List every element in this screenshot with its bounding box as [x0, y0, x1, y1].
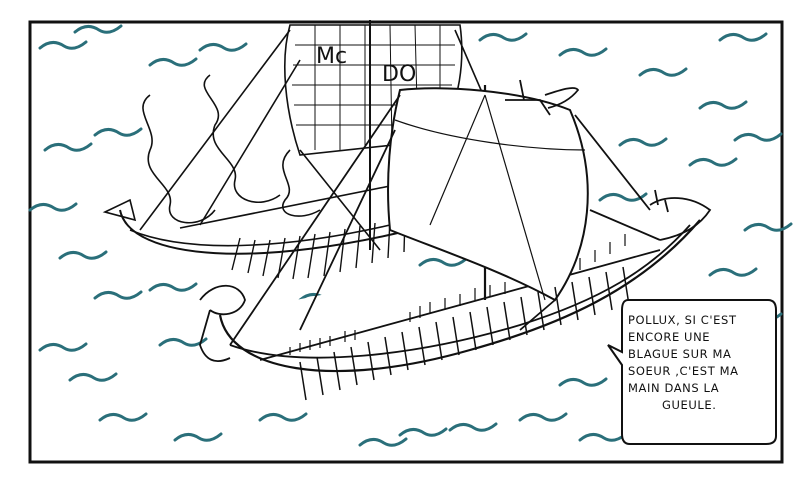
wave-stroke	[598, 192, 648, 202]
wave-stroke	[173, 432, 223, 442]
wave-stroke	[708, 267, 758, 277]
wave-stroke	[638, 67, 688, 77]
wave-stroke	[73, 24, 123, 34]
oar	[571, 281, 579, 321]
oar	[418, 326, 426, 366]
wave-stroke	[28, 202, 78, 212]
wave-stroke	[418, 257, 468, 267]
wave-stroke	[618, 137, 668, 147]
oar	[435, 321, 443, 361]
oar	[469, 311, 477, 351]
wave-stroke	[718, 32, 768, 42]
speech-line: POLLUX, SI C'EST	[628, 313, 737, 327]
oar	[350, 346, 358, 386]
wave-stroke	[258, 412, 308, 422]
oar	[384, 336, 392, 376]
wave-stroke	[698, 100, 748, 110]
wave-stroke	[93, 127, 143, 137]
wave-stroke	[98, 412, 148, 422]
wave-stroke	[558, 47, 608, 57]
oar	[333, 351, 341, 391]
oar	[316, 356, 324, 396]
wave-stroke	[93, 290, 143, 300]
wave-stroke	[68, 372, 118, 382]
sail-letters-right: DO	[382, 62, 417, 87]
oar	[622, 266, 630, 306]
wave-stroke	[358, 437, 408, 447]
wave-stroke	[398, 427, 448, 437]
wave-stroke	[558, 377, 608, 387]
oar	[452, 316, 460, 356]
wave-stroke	[38, 40, 88, 50]
wave-stroke	[518, 412, 568, 422]
front-ship	[199, 79, 712, 401]
wave-stroke	[733, 132, 783, 142]
speech-line: SOEUR ,C'EST MA	[628, 364, 739, 378]
speech-line: MAIN DANS LA	[628, 381, 720, 395]
speech-line: ENCORE UNE	[628, 330, 711, 344]
oar	[520, 296, 528, 336]
oar	[367, 341, 375, 381]
wave-stroke	[448, 422, 498, 432]
sail-letters-left: Mc	[316, 44, 348, 69]
oar	[554, 286, 562, 326]
oar	[299, 361, 307, 401]
speech-bubble	[607, 299, 777, 445]
wave-stroke	[158, 337, 208, 347]
wave-stroke	[43, 142, 93, 152]
oar	[486, 306, 494, 346]
sea-waves	[28, 24, 793, 447]
oar	[537, 291, 545, 331]
wave-stroke	[148, 57, 198, 67]
wave-stroke	[198, 42, 248, 52]
oar	[503, 301, 511, 341]
wave-stroke	[743, 222, 793, 232]
oar	[605, 271, 613, 311]
oar	[588, 276, 596, 316]
wave-stroke	[478, 32, 528, 42]
wave-stroke	[148, 282, 198, 292]
speech-line: GUEULE.	[662, 398, 717, 412]
oar	[401, 331, 409, 371]
wave-stroke	[38, 342, 88, 352]
wave-stroke	[578, 432, 628, 442]
speech-bubble-text: POLLUX, SI C'EST ENCORE UNE BLAGUE SUR M…	[628, 312, 768, 414]
wave-stroke	[58, 250, 108, 260]
speech-line: BLAGUE SUR MA	[628, 347, 732, 361]
wave-stroke	[688, 157, 738, 167]
